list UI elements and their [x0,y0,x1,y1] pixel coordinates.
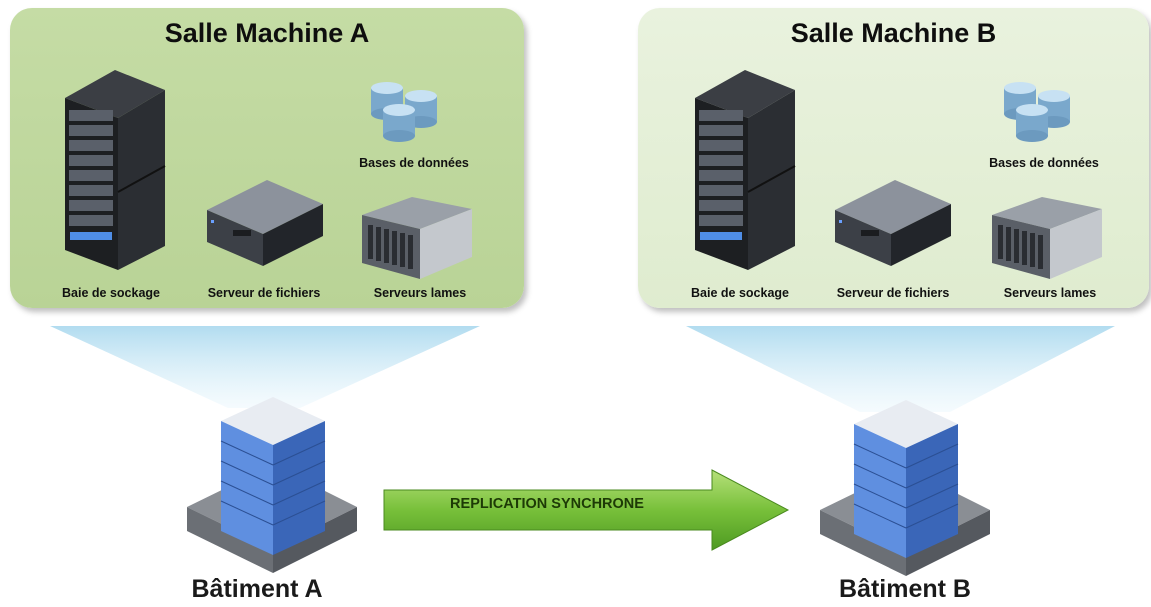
room-b-databases-label: Bases de données [989,156,1099,170]
database-icon [371,82,437,142]
arrow-right-icon [383,469,790,551]
building-icon [187,397,357,573]
file-server-icon [835,180,951,266]
storage-rack-icon [65,70,166,270]
blade-server-icon [362,197,472,279]
room-b-blades-label: Serveurs lames [1003,286,1097,300]
room-b-storage-label: Baie de sockage [691,286,789,300]
building-icon [820,400,990,576]
file-server-icon [207,180,323,266]
replication-arrow: REPLICATION SYNCHRONE [382,468,792,552]
room-a-title: Salle Machine A [164,18,370,48]
room-a-file-server-label: Serveur de fichiers [207,286,321,300]
building-a-label: Bâtiment A [191,575,323,603]
blade-server-icon [992,197,1102,279]
beam-a [50,326,480,408]
room-a-storage-label: Baie de sockage [62,286,160,300]
replication-label: REPLICATION SYNCHRONE [450,496,644,512]
building-b-label: Bâtiment B [839,575,971,603]
storage-rack-icon [695,70,796,270]
room-b-title: Salle Machine B [790,18,997,48]
beam-b [686,326,1115,412]
room-a-databases-label: Bases de données [359,156,469,170]
database-icon [1004,82,1070,142]
room-a-blades-label: Serveurs lames [373,286,467,300]
room-b-file-server-label: Serveur de fichiers [836,286,950,300]
